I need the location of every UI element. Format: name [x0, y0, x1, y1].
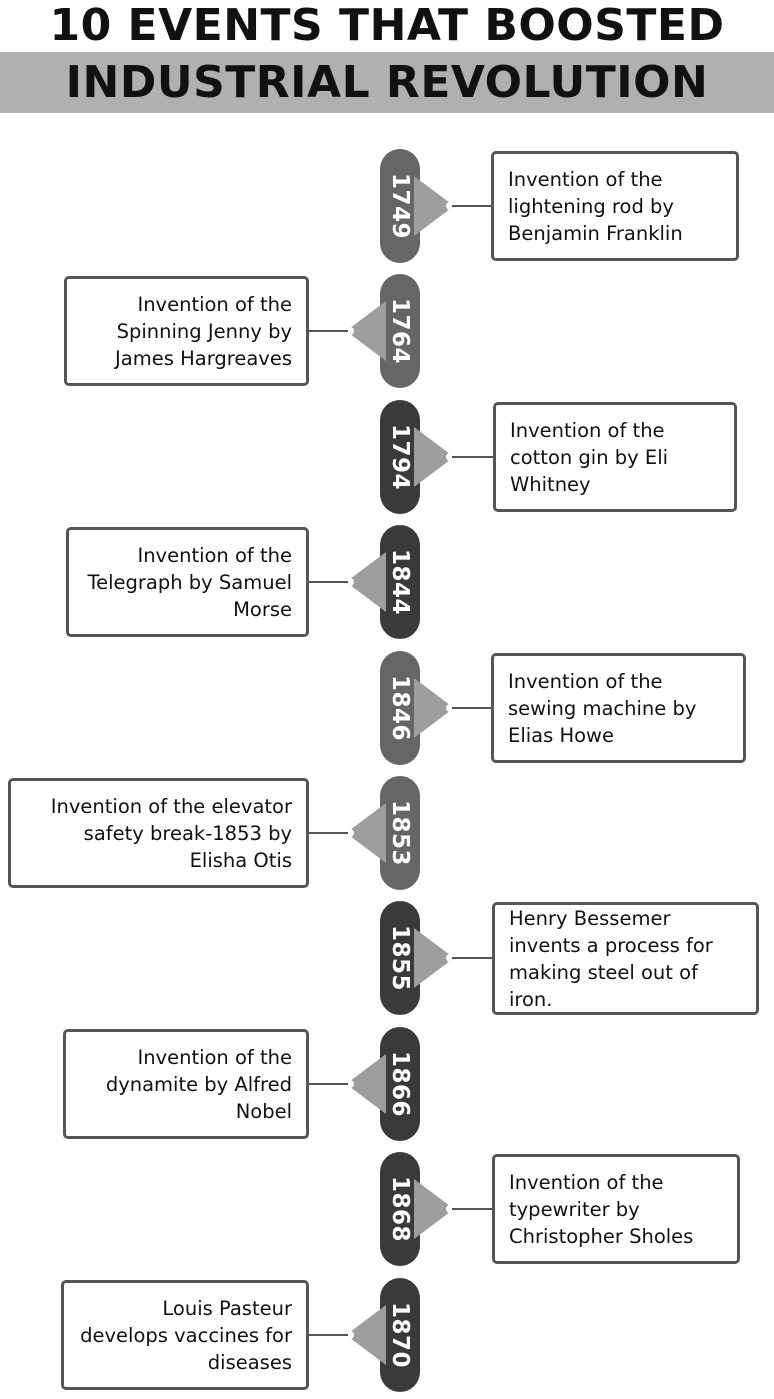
connector-line [452, 957, 492, 959]
event-card: Invention of the Spinning Jenny by James… [64, 276, 309, 386]
pointer-triangle [346, 552, 386, 612]
pointer-shape [414, 928, 454, 988]
event-text: Invention of the elevator safety break-1… [50, 794, 292, 872]
year-pill: 1866 [380, 1027, 420, 1141]
year-label: 1846 [387, 674, 413, 742]
event-text: Louis Pasteur develops vaccines for dise… [80, 1296, 292, 1374]
connector-line [309, 1334, 348, 1336]
pointer-dot [346, 578, 354, 586]
connector-line [452, 456, 493, 458]
year-pill: 1749 [380, 149, 420, 263]
pointer-dot [446, 954, 454, 962]
event-card: Invention of the dynamite by Alfred Nobe… [63, 1029, 309, 1139]
event-text: Invention of the Spinning Jenny by James… [115, 292, 292, 370]
event-card: Henry Bessemer invents a process for mak… [492, 902, 759, 1015]
event-card: Invention of the sewing machine by Elias… [491, 653, 746, 763]
pointer-triangle [414, 427, 454, 487]
event-text: Henry Bessemer invents a process for mak… [509, 906, 713, 1011]
event-text: Invention of the cotton gin by Eli Whitn… [510, 418, 669, 496]
year-label: 1794 [387, 423, 413, 491]
event-card: Louis Pasteur develops vaccines for dise… [61, 1280, 309, 1390]
pointer-shape [414, 678, 454, 738]
connector-line [309, 330, 348, 332]
year-pill: 1868 [380, 1152, 420, 1266]
event-card: Invention of the elevator safety break-1… [8, 778, 309, 888]
year-pill: 1764 [380, 274, 420, 388]
pointer-shape [346, 552, 386, 612]
connector-line [452, 707, 491, 709]
pointer-dot [446, 202, 454, 210]
year-pill: 1870 [380, 1278, 420, 1392]
pointer-triangle [414, 928, 454, 988]
pointer-dot [346, 1080, 354, 1088]
pointer-dot [446, 1205, 454, 1213]
pointer-triangle [414, 176, 454, 236]
pointer-shape [414, 1179, 454, 1239]
event-text: Invention of the dynamite by Alfred Nobe… [105, 1045, 292, 1123]
pointer-triangle [346, 1305, 386, 1365]
year-pill: 1855 [380, 901, 420, 1015]
connector-line [309, 1083, 348, 1085]
title-band [0, 52, 774, 113]
year-label: 1749 [387, 172, 413, 240]
pointer-dot [446, 453, 454, 461]
event-card: Invention of the typewriter by Christoph… [492, 1154, 740, 1264]
pointer-triangle [346, 1054, 386, 1114]
pointer-shape [414, 176, 454, 236]
connector-line [309, 581, 348, 583]
pointer-dot [346, 327, 354, 335]
pointer-dot [346, 829, 354, 837]
year-label: 1868 [387, 1175, 413, 1243]
year-label: 1866 [387, 1050, 413, 1118]
year-label: 1844 [387, 548, 413, 616]
event-text: Invention of the typewriter by Christoph… [509, 1170, 694, 1248]
pointer-triangle [414, 678, 454, 738]
event-card: Invention of the cotton gin by Eli Whitn… [493, 402, 737, 512]
year-pill: 1844 [380, 525, 420, 639]
connector-line [452, 1208, 492, 1210]
pointer-triangle [414, 1179, 454, 1239]
event-text: Invention of the Telegraph by Samuel Mor… [87, 543, 292, 621]
year-pill: 1853 [380, 776, 420, 890]
year-pill: 1794 [380, 400, 420, 514]
pointer-dot [346, 1331, 354, 1339]
pointer-dot [446, 704, 454, 712]
pointer-triangle [346, 301, 386, 361]
pointer-triangle [346, 803, 386, 863]
pointer-shape [346, 301, 386, 361]
event-card: Invention of the Telegraph by Samuel Mor… [66, 527, 309, 637]
year-label: 1764 [387, 297, 413, 365]
event-text: Invention of the lightening rod by Benja… [508, 167, 683, 245]
year-label: 1853 [387, 799, 413, 867]
connector-line [309, 832, 348, 834]
pointer-shape [346, 1054, 386, 1114]
title-line-1: 10 EVENTS THAT BOOSTED [49, 0, 725, 51]
pointer-shape [414, 427, 454, 487]
year-label: 1855 [387, 924, 413, 992]
pointer-shape [346, 1305, 386, 1365]
pointer-shape [346, 803, 386, 863]
year-pill: 1846 [380, 651, 420, 765]
event-card: Invention of the lightening rod by Benja… [491, 151, 739, 261]
title-line-2: INDUSTRIAL REVOLUTION [65, 57, 709, 108]
year-label: 1870 [387, 1301, 413, 1369]
event-text: Invention of the sewing machine by Elias… [508, 669, 697, 747]
connector-line [452, 205, 491, 207]
